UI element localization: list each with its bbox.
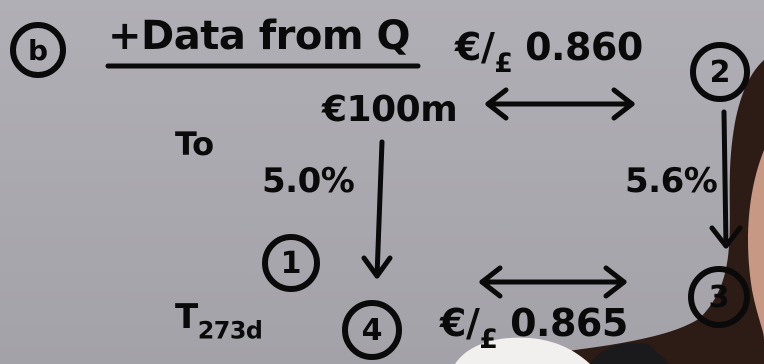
- step-2-badge: 2: [690, 42, 750, 102]
- step-4-number: 4: [361, 312, 383, 348]
- step-4-badge: 4: [342, 300, 402, 360]
- heading-title: +Data from Q: [108, 13, 410, 59]
- spot-rate-value: 0.860: [525, 25, 643, 69]
- euro-interest-rate: 5.0%: [262, 161, 355, 201]
- step-2-number: 2: [709, 54, 731, 90]
- forward-rate-sub: £: [479, 323, 498, 355]
- to-label: To: [175, 125, 214, 163]
- forward-rate: €/£ 0.865: [440, 304, 628, 354]
- forward-rate-value: 0.865: [510, 301, 628, 345]
- right-down-arrow: [709, 109, 743, 249]
- section-label-badge: b: [10, 22, 66, 78]
- sterling-interest-rate: 5.6%: [625, 161, 718, 201]
- forward-rate-prefix: €/: [440, 301, 480, 345]
- step-1-badge: 1: [262, 234, 320, 292]
- principal-amount: €100m: [322, 89, 458, 130]
- spot-rate-prefix: €/: [455, 25, 495, 69]
- step-1-number: 1: [280, 245, 302, 281]
- step-3-number: 3: [708, 279, 730, 315]
- t-maturity-label: T273d: [175, 297, 263, 345]
- spot-rate-sub: £: [494, 47, 513, 79]
- step-3-badge: 3: [688, 266, 750, 328]
- t-letter: T: [175, 297, 198, 337]
- left-down-arrow: [361, 139, 393, 279]
- spot-rate: €/£ 0.860: [455, 28, 643, 78]
- bottom-double-arrow: [479, 265, 627, 299]
- top-double-arrow: [485, 87, 635, 121]
- section-label-text: b: [27, 33, 49, 67]
- t-days: 273d: [197, 316, 263, 345]
